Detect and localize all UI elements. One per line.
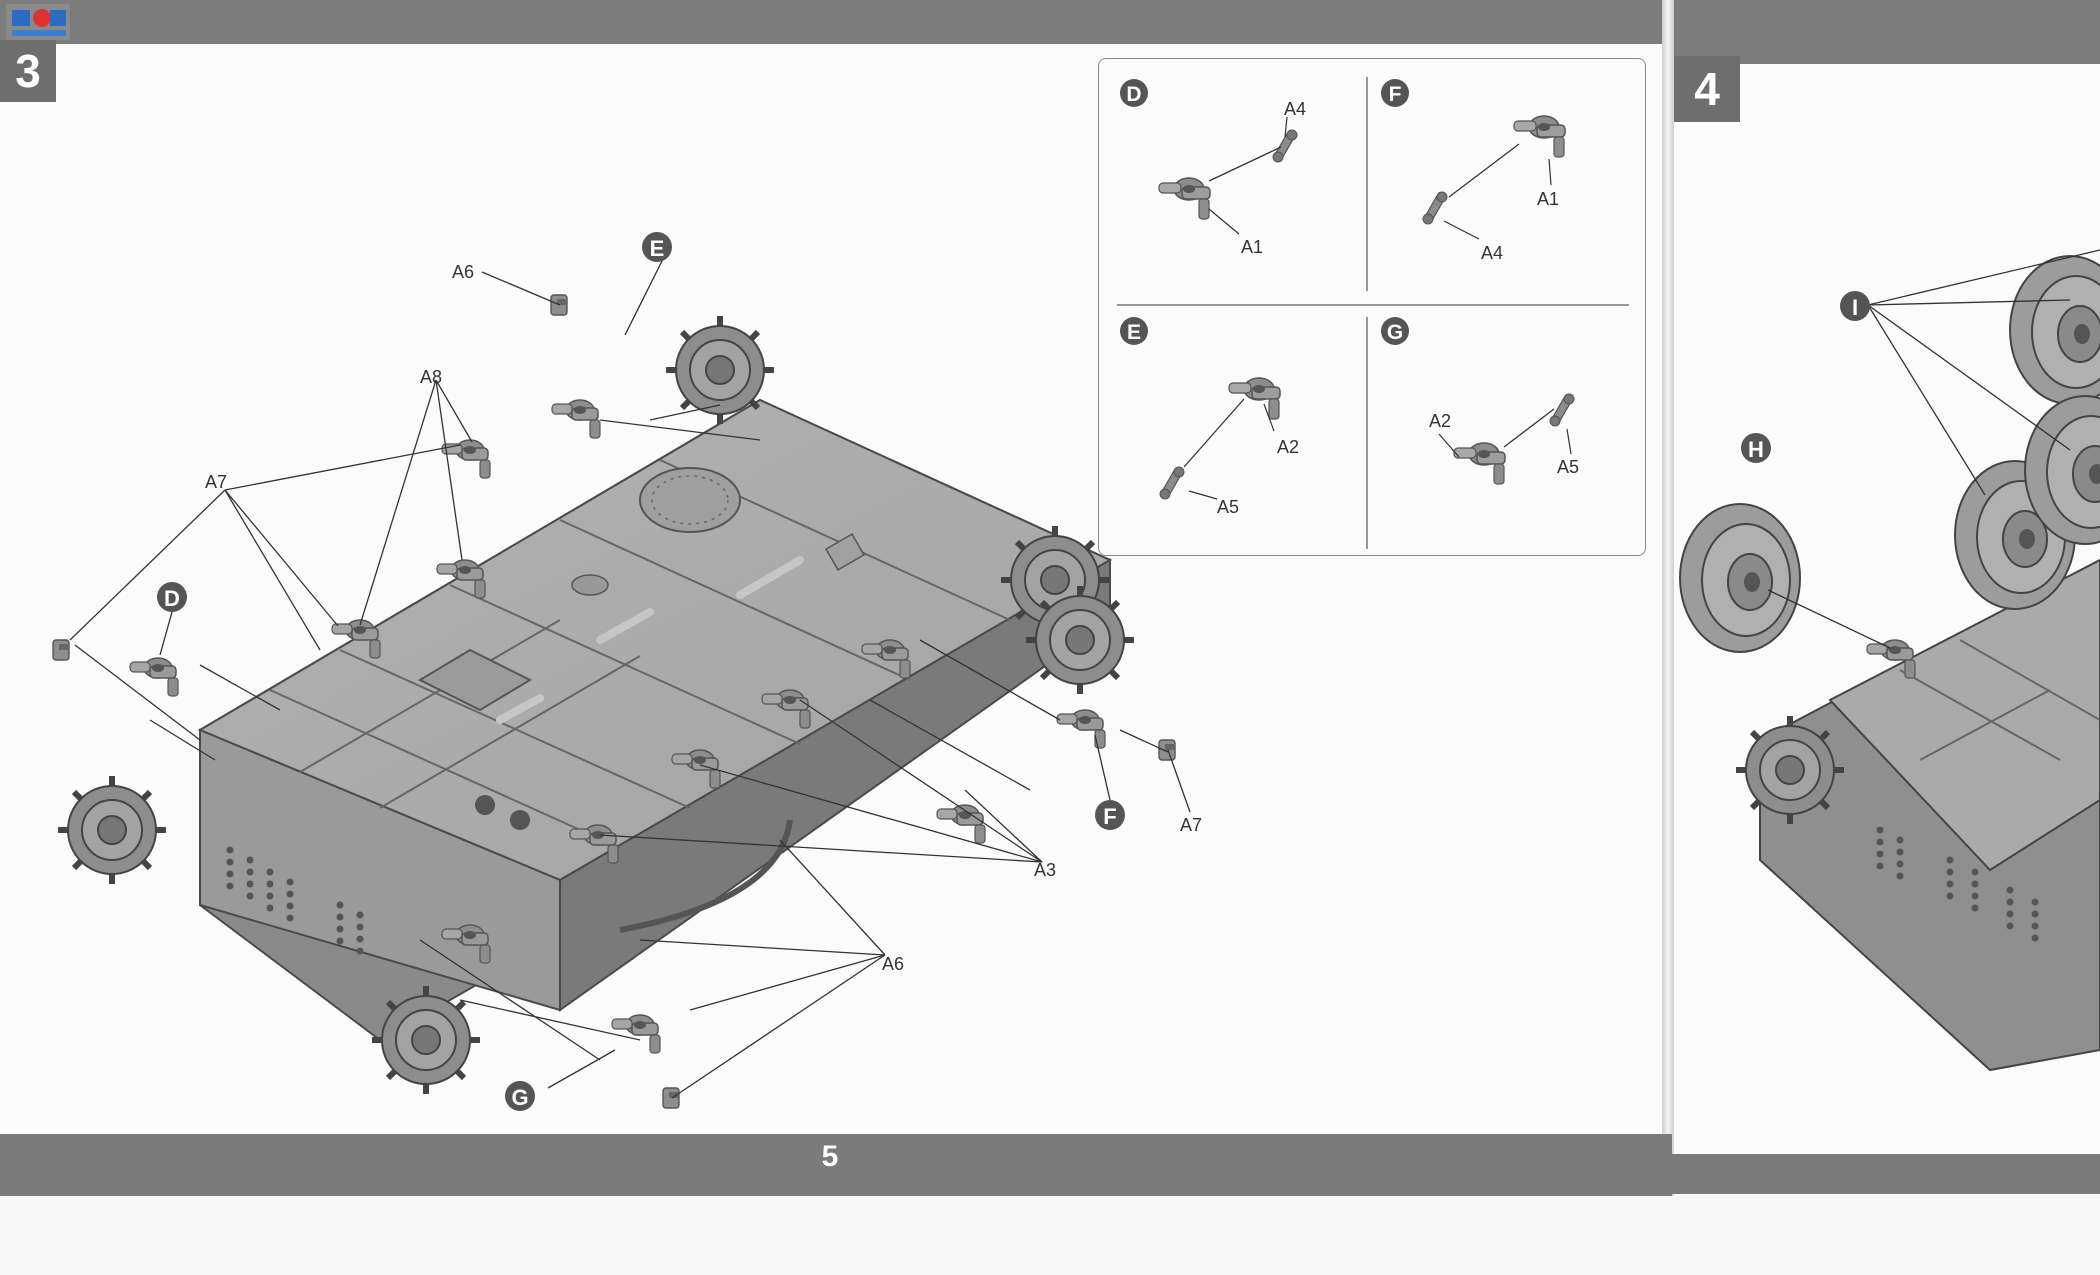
label-A8: A8 [420,367,442,387]
bottom-bar-right [1672,1154,2100,1194]
step-number-4: 4 [1674,56,1740,122]
svg-text:A5: A5 [1217,497,1239,517]
page-number: 5 [821,1140,839,1173]
detail-inset-drawing: D A4 A1 F A1 A4 E [1117,77,1629,549]
badge-I: I [1840,291,1870,321]
badge-H: H [1741,433,1771,463]
svg-text:I: I [1852,295,1858,320]
svg-text:G: G [1387,321,1403,344]
svg-text:F: F [1389,83,1402,106]
detail-D: D A4 A1 [1120,79,1306,257]
badge-F-main: F [1095,800,1125,830]
svg-text:D: D [164,586,180,611]
badge-E-main: E [642,232,672,262]
label-A7-right: A7 [1180,815,1202,835]
svg-text:A5: A5 [1557,457,1579,477]
badge-G-main: G [505,1081,535,1111]
svg-text:F: F [1103,804,1116,829]
label-A6-top: A6 [452,262,474,282]
site-logo-icon [6,4,70,40]
page-gutter [1662,0,1674,1200]
detail-inset-panel: D A4 A1 F A1 A4 E [1098,58,1646,556]
svg-text:H: H [1748,437,1764,462]
svg-text:A1: A1 [1537,189,1559,209]
svg-text:A1: A1 [1241,237,1263,257]
label-A3: A3 [1034,860,1056,880]
label-A7-left: A7 [205,472,227,492]
svg-text:A4: A4 [1481,243,1503,263]
svg-text:A2: A2 [1277,437,1299,457]
svg-text:D: D [1126,83,1141,106]
label-A6-bottom: A6 [882,954,904,974]
svg-text:G: G [511,1085,528,1110]
top-bar-right [1672,0,2100,64]
bottom-bar-left [0,1134,1672,1196]
step4-drawing: I H [1679,249,2100,1072]
svg-text:E: E [1127,321,1141,344]
svg-text:A2: A2 [1429,411,1451,431]
step-number-3: 3 [0,40,56,102]
svg-text:A4: A4 [1284,99,1306,119]
badge-D-main: D [157,582,187,612]
detail-E: E A2 A5 [1120,317,1299,517]
background-below [0,1196,2100,1275]
detail-G: G A2 A5 [1381,317,1579,485]
detail-F: F A1 A4 [1381,79,1566,263]
top-bar-left [0,0,1672,44]
svg-text:E: E [650,236,665,261]
